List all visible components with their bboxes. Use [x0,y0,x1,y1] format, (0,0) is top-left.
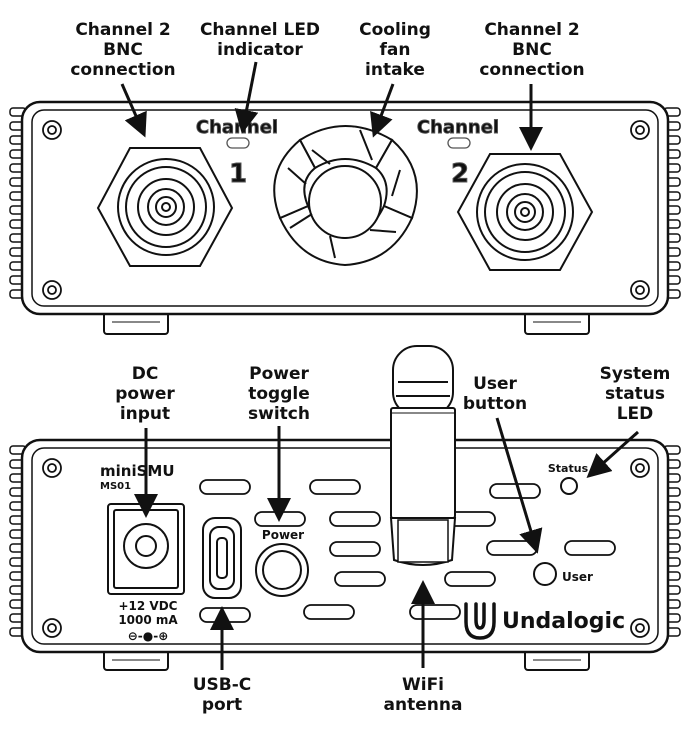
callout-line: BNC [103,40,143,60]
callout-line: System [599,364,671,384]
callout-line: Channel LED [199,20,321,40]
callout-fan: Cooling fan intake [335,20,455,80]
callout-status-led: System status LED [585,364,685,424]
front-foot-right [524,311,590,335]
power-toggle-switch[interactable] [255,543,309,597]
front-panel: Channel 1 Channel 2 [9,100,681,335]
callout-line: connection [479,60,585,80]
callout-line: LED [616,404,654,424]
status-led [560,477,578,495]
callout-line: status [604,384,666,404]
callout-line: User [473,374,517,394]
callout-line: port [201,695,243,715]
callout-ch2-bnc: Channel 2 BNC connection [452,20,612,80]
callout-line: Power [249,364,309,384]
callout-line: WiFi [401,675,445,695]
callout-usb-c: USB-C port [177,675,267,715]
current-rating: 1000 mA [118,613,178,627]
user-label: User [562,570,593,584]
power-label: Power [262,528,304,542]
callout-arrows [120,61,639,670]
front-foot-left [103,311,169,335]
callout-line: antenna [383,695,463,715]
model-code: MS01 [100,481,131,492]
arrow-ch-led [234,61,259,134]
channel-1-number: 1 [229,159,247,189]
callout-line: DC [131,364,159,384]
channel-1-bnc-connector[interactable] [96,147,234,267]
wifi-antenna[interactable] [389,345,457,566]
cooling-fan-grille [273,125,418,267]
arrow-status-led [586,430,639,478]
callout-line: Channel 2 [484,20,580,40]
user-button[interactable] [533,562,557,586]
back-panel: miniSMU MS01 +12 VDC 1000 mA ⊖-●-⊕ Power… [9,438,681,671]
dc-power-jack[interactable] [107,503,185,595]
channel-2-label: Channel [417,117,499,138]
callout-line: fan [379,40,411,60]
arrow-user-button [495,417,543,554]
channel-2-number: 2 [451,159,469,189]
callout-line: BNC [512,40,552,60]
callout-line: Cooling [359,20,431,40]
callout-line: button [462,394,528,414]
callout-wifi: WiFi antenna [373,675,473,715]
callout-line: switch [248,404,310,424]
callout-dc-power: DC power input [95,364,195,424]
arrow-fan [370,83,395,138]
callout-line: toggle [248,384,310,404]
brand-name: Undalogic [502,609,625,634]
front-screws [42,120,650,300]
arrow-ch1-bnc [120,83,147,138]
callout-power-switch: Power toggle switch [229,364,329,424]
channel-2-led [447,137,471,149]
callout-line: input [119,404,171,424]
polarity-symbol: ⊖-●-⊕ [128,629,169,643]
back-screws [42,458,650,638]
usb-c-port[interactable] [202,517,242,599]
callout-line: intake [365,60,425,80]
voltage-rating: +12 VDC [119,599,178,613]
channel-1-label: Channel [196,117,278,138]
callout-ch-led: Channel LED indicator [185,20,335,60]
callout-line: USB-C [192,675,252,695]
callout-line: Channel 2 [75,20,171,40]
channel-2-bnc-connector[interactable] [456,153,594,271]
model-name: miniSMU [100,462,175,480]
callout-line: indicator [217,40,303,60]
undalogic-logo-icon [464,602,496,640]
channel-1-led [226,137,250,149]
callout-line: connection [70,60,176,80]
callout-line: power [115,384,175,404]
callout-ch1-bnc: Channel 2 BNC connection [48,20,198,80]
callout-user-button: User button [450,374,540,414]
status-label: Status [548,462,589,475]
